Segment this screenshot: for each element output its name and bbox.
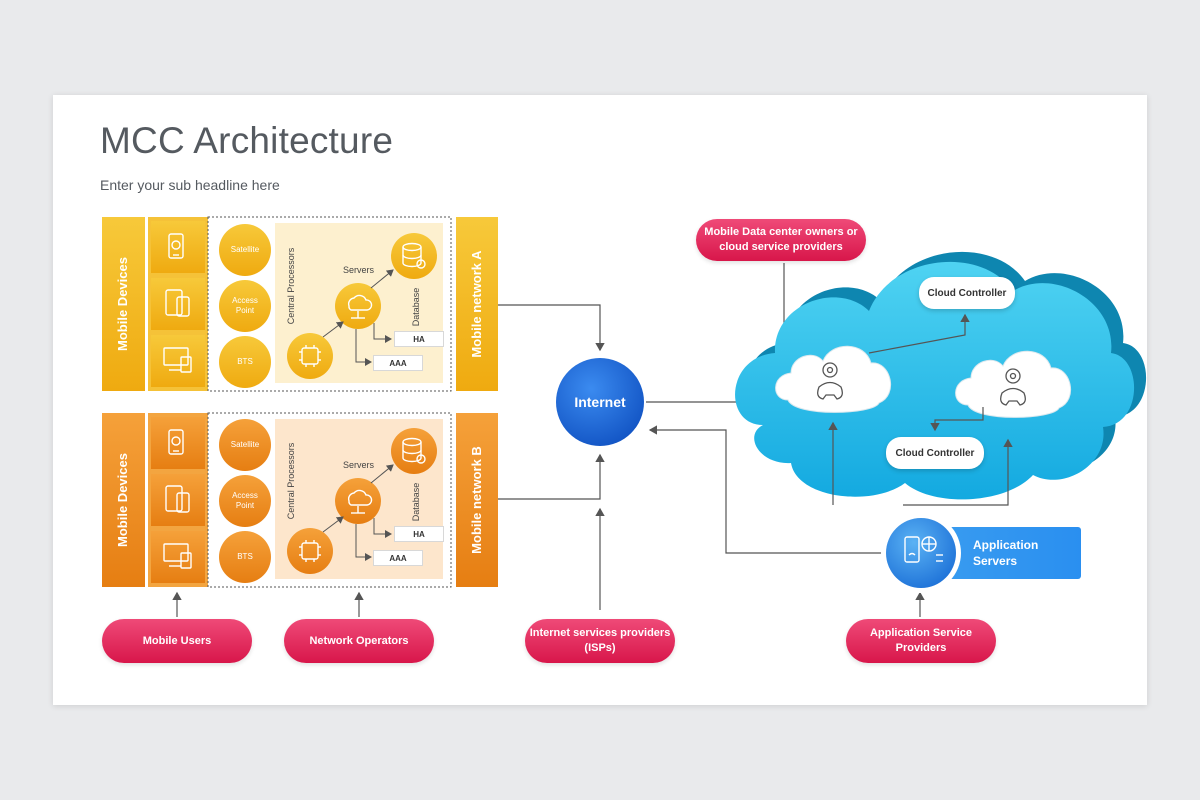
access-point-label-b: Access Point	[232, 491, 258, 510]
network-b-devices-label: Mobile Devices	[115, 453, 130, 547]
central-processor-node-b	[287, 528, 333, 574]
inner-cloud-left	[775, 345, 891, 413]
application-providers-pill: Application Service Providers	[846, 619, 996, 663]
ha-box-a: HA	[394, 331, 444, 347]
database-gear-icon	[402, 242, 426, 269]
network-a-label-bar	[456, 217, 498, 391]
central-processors-label-b: Central Processors	[286, 442, 296, 520]
phone-tablet-icon	[165, 289, 190, 317]
bts-node-b	[219, 531, 271, 583]
internet-node	[556, 358, 644, 446]
mobile-users-pill: Mobile Users	[102, 619, 252, 663]
ha-box-b: HA	[394, 526, 444, 542]
network-a-dashed-frame	[207, 216, 452, 392]
network-b-device-tile-3	[151, 531, 205, 583]
satellite-label-a: Satellite	[230, 245, 260, 254]
servers-label-b: Servers	[343, 460, 375, 470]
network-operators-pill: Network Operators	[284, 619, 434, 663]
satellite-label-b: Satellite	[230, 440, 260, 449]
servers-label-a: Servers	[343, 265, 375, 275]
network-a-device-tile-2	[151, 278, 205, 330]
slide: MCC Architecture Enter your sub headline…	[53, 95, 1147, 705]
satellite-node-b	[219, 419, 271, 471]
cloud-controller-top: Cloud Controller	[919, 277, 1015, 309]
network-a-network-label: Mobile network A	[469, 250, 484, 358]
central-processors-label-a: Central Processors	[286, 247, 296, 325]
diagram-canvas	[102, 216, 1147, 617]
gamepad-cloud-icon	[817, 362, 843, 400]
chip-icon	[299, 540, 321, 562]
aaa-box-a: AAA	[373, 355, 423, 371]
bts-label-b: BTS	[237, 552, 253, 561]
gear-phone-icon	[168, 233, 184, 259]
network-a-devices-bar	[102, 217, 145, 391]
isps-pill: Internet services providers (ISPs)	[525, 619, 675, 663]
network-a-device-tile-3	[151, 335, 205, 387]
gear-phone-icon	[168, 429, 184, 455]
cloud-owners-pill: Mobile Data center owners or cloud servi…	[696, 219, 866, 261]
chip-icon	[299, 345, 321, 367]
inner-cloud-right	[955, 350, 1071, 418]
cloud-network-icon	[347, 294, 373, 319]
aaa-box-b: AAA	[373, 550, 423, 566]
internet-label: Internet	[574, 394, 626, 410]
application-servers-bar	[921, 527, 1081, 579]
access-point-label-a: Access Point	[232, 296, 258, 315]
bts-label-a: BTS	[237, 357, 253, 366]
network-b-dashed-frame	[207, 412, 452, 588]
multi-device-icon	[163, 347, 192, 373]
satellite-node-a	[219, 224, 271, 276]
database-label-a: Database	[411, 287, 421, 327]
access-point-node-b	[219, 475, 271, 527]
network-b-label-bar	[456, 413, 498, 587]
network-b-device-tile-1	[151, 417, 205, 469]
network-b-network-label: Mobile network B	[469, 446, 484, 554]
servers-node-a	[335, 283, 381, 329]
database-gear-icon	[402, 437, 426, 464]
bts-node-a	[219, 336, 271, 388]
network-a	[102, 216, 498, 392]
cloud-controller-bottom: Cloud Controller	[886, 437, 984, 469]
page-title: MCC Architecture	[100, 120, 394, 161]
gamepad-cloud-icon	[1000, 368, 1026, 406]
application-servers	[881, 513, 1081, 593]
database-label-b: Database	[411, 482, 421, 522]
central-processor-node-a	[287, 333, 333, 379]
database-node-b	[391, 428, 437, 474]
application-servers-label: Application Servers	[973, 538, 1039, 568]
multi-device-icon	[163, 543, 192, 569]
application-node	[886, 518, 956, 588]
database-node-a	[391, 233, 437, 279]
servers-node-b	[335, 478, 381, 524]
cloud-mobile-icon	[904, 536, 943, 563]
network-a-devices-label: Mobile Devices	[115, 257, 130, 351]
network-b-devices-bar	[102, 413, 145, 587]
network-b	[102, 412, 498, 588]
cloud	[735, 251, 1147, 506]
page-subtitle: Enter your sub headline here	[100, 177, 280, 193]
connectors	[172, 263, 925, 617]
network-b-device-tile-2	[151, 474, 205, 526]
phone-tablet-icon	[165, 485, 190, 513]
access-point-node-a	[219, 280, 271, 332]
network-a-device-tile-1	[151, 221, 205, 273]
cloud-network-icon	[347, 489, 373, 514]
